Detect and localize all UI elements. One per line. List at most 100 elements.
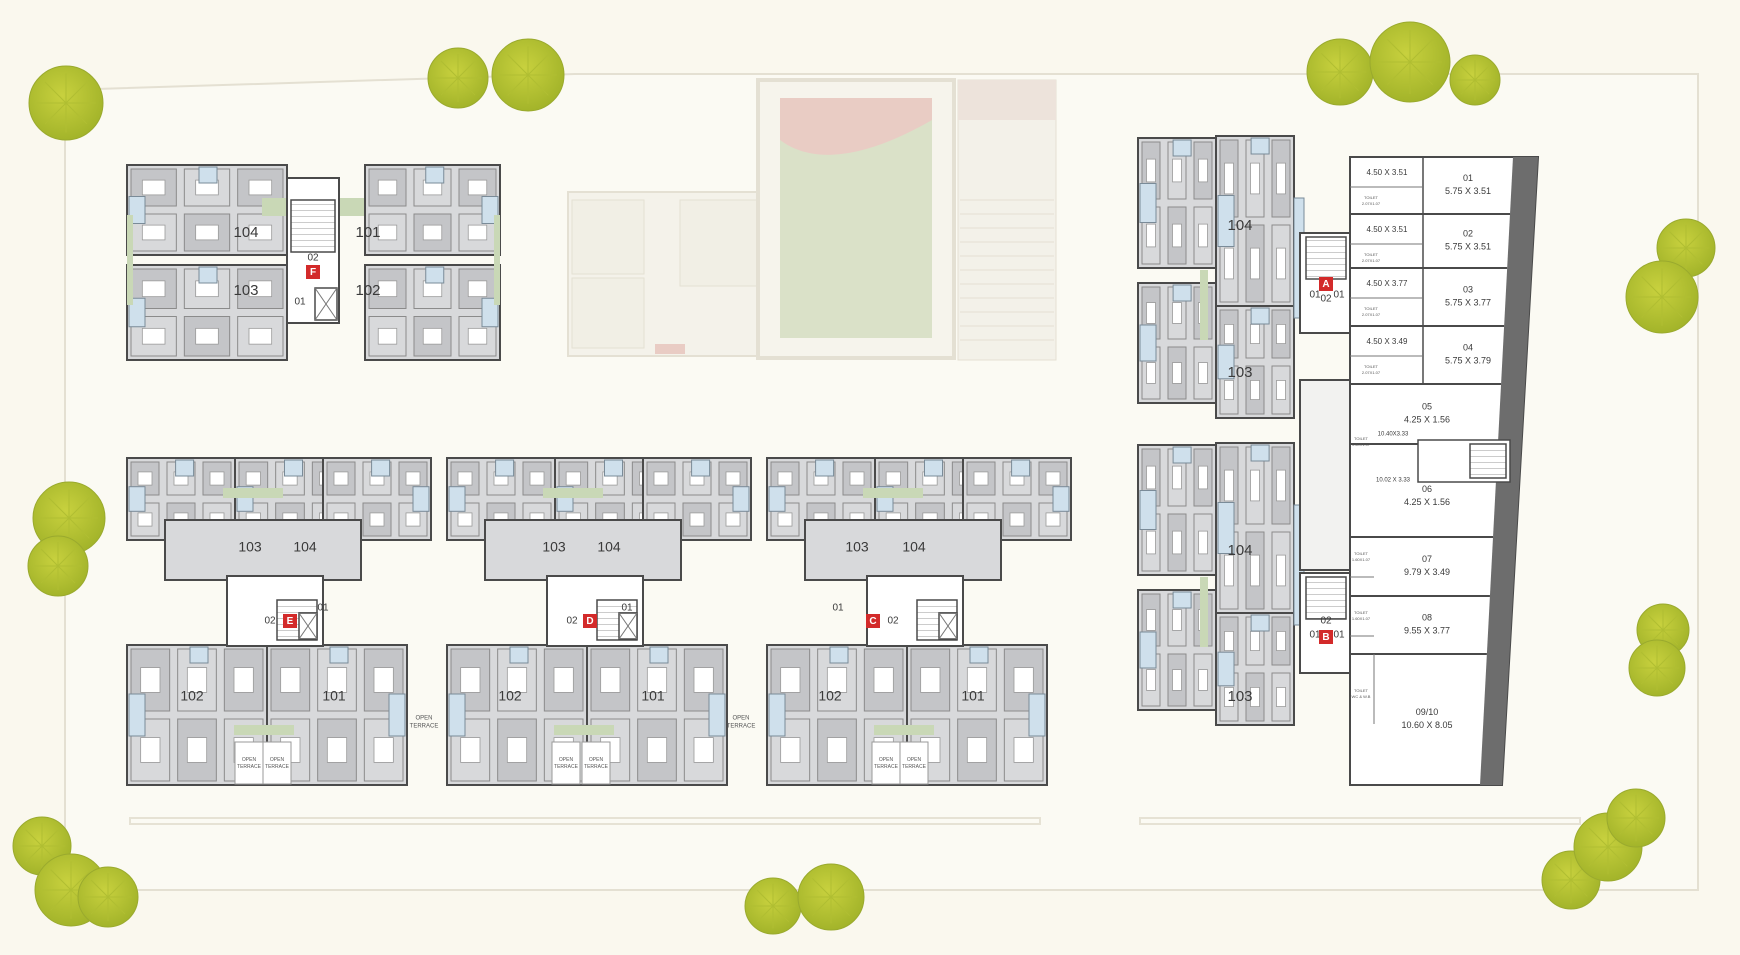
furniture [195,327,219,345]
bathroom [1217,344,1235,380]
bathroom [1250,307,1270,325]
furniture [377,327,398,345]
toilet-label-line: 1.60X1.07 [1352,557,1371,562]
furniture [1172,530,1182,555]
furniture [1172,223,1182,248]
toilet-label-line: TOILET [1364,195,1378,200]
furniture [1146,530,1156,555]
tree-vein [50,889,72,911]
furniture [1250,469,1260,502]
bathroom [1217,195,1235,247]
balcony [1200,270,1208,340]
tree [797,863,865,931]
furniture [460,667,481,693]
furniture [1172,669,1182,691]
bathroom [128,297,146,328]
open-terrace-label-line: OPEN [415,716,432,722]
stair-label: 01 [1333,630,1345,641]
small-terrace-label-line: OPEN [270,757,285,763]
unit-number: 103 [1227,688,1252,705]
small-terrace-label-line: OPEN [559,757,574,763]
furniture [377,280,398,298]
furniture [1013,737,1034,763]
furniture [460,737,481,763]
tree-vein [1656,667,1674,685]
furniture [1276,469,1286,502]
furniture [506,737,528,763]
tree-vein [48,517,70,539]
tree-vein [1409,39,1433,63]
bathroom [388,693,406,737]
tree-vein [65,81,88,104]
furniture [1146,223,1156,248]
tree [491,38,565,112]
unit-number: 102 [180,688,204,704]
tree-vein [811,896,832,917]
furniture [369,512,385,527]
tree-vein [1588,827,1609,848]
furniture [1224,379,1234,400]
tree-vein [25,829,43,847]
tree [27,535,89,597]
tree-vein [107,896,126,915]
unit-number: 102 [818,688,842,704]
wing-marker-d: D [583,614,597,628]
furniture [422,224,443,241]
shop-number: 09/10 [1416,707,1439,717]
tree [1628,639,1686,697]
unit-101 [364,164,501,256]
shop-number: 01 [1463,173,1473,183]
tree [1369,21,1451,103]
tree-vein [48,497,70,519]
tree-vein [1320,71,1341,92]
tree-vein [1661,276,1683,298]
lift [314,287,338,321]
tree-vein [1474,65,1490,81]
stair-label: 01 [1333,290,1345,301]
bathroom [768,693,786,737]
unit-number: 103 [233,282,258,299]
furniture [377,179,398,196]
bathroom [815,459,835,477]
unit-number: 104 [1227,217,1252,234]
toilet-label-line: TOILET [1364,364,1378,369]
shop-left-dim: 4.50 X 3.51 [1367,225,1408,234]
bathroom [198,266,218,284]
small-terrace-label-line: TERRACE [902,764,927,770]
tree-vein [1588,846,1609,867]
furniture [457,512,473,527]
unit-number: 104 [597,539,621,555]
furniture [1250,687,1260,708]
unit-number: 104 [233,224,258,241]
tree-vein [1662,614,1679,631]
furniture [1198,530,1208,555]
lift-cross [314,287,338,321]
bathroom [128,486,146,512]
toilet-label-line: WC & W.B [1352,694,1371,699]
open-terrace-label-line: OPEN [732,716,749,722]
bathroom [189,646,209,664]
furniture [1146,669,1156,691]
furniture [140,737,161,763]
tree-vein [1320,52,1341,73]
furniture [1198,465,1208,490]
room [237,213,284,252]
unit-number: 103 [1227,364,1252,381]
furniture [1224,323,1234,344]
lawn-path [780,98,932,155]
furniture [1276,554,1286,587]
furniture [1276,631,1286,652]
furniture [920,667,941,693]
unit-number: 101 [322,688,346,704]
bathroom [1139,183,1157,223]
tree-vein [1554,879,1572,897]
tree-vein [1409,61,1433,85]
staircase [1469,443,1507,479]
